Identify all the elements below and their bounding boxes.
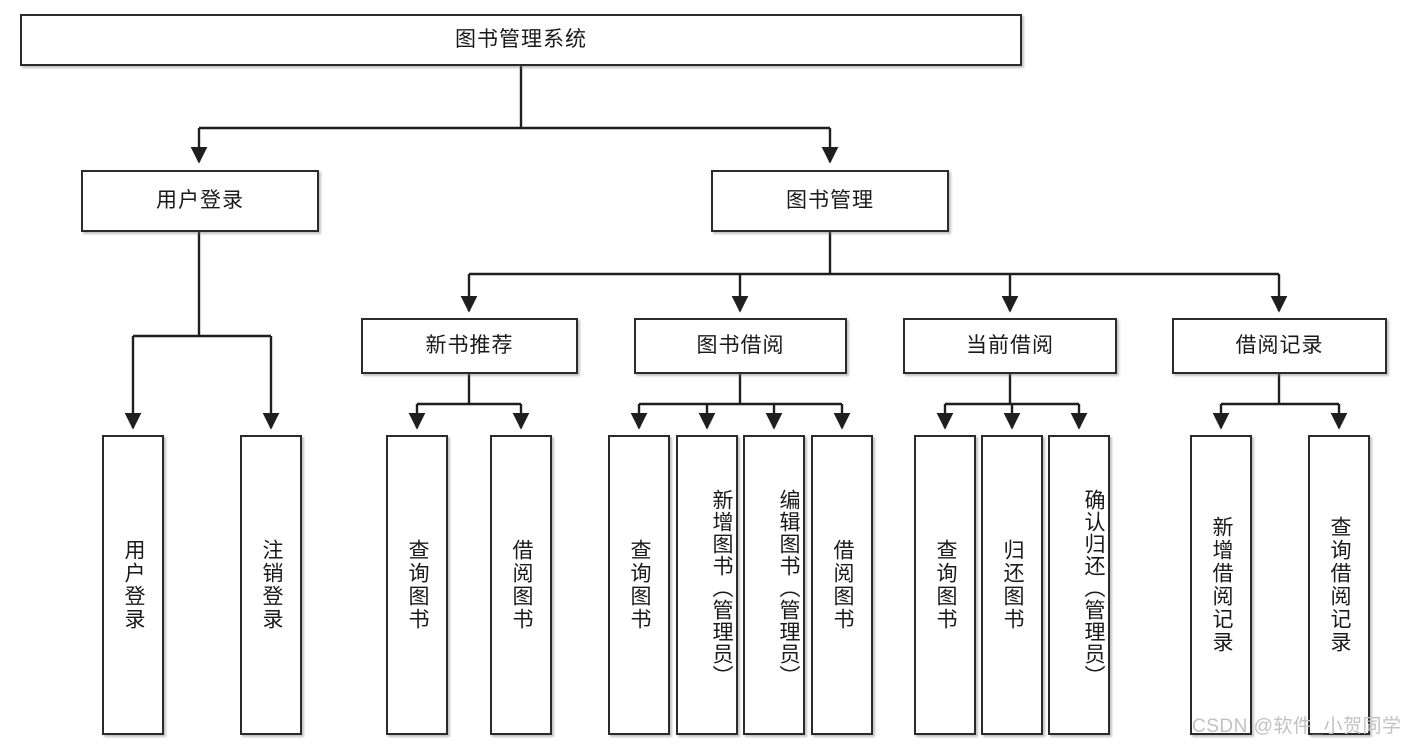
node-leaf-borrow-add-book[interactable]: 新增图书（管理员） (676, 435, 738, 735)
node-book-borrow[interactable]: 图书借阅 (634, 318, 847, 374)
node-leaf-record-add-label: 新增借阅记录 (1210, 516, 1233, 654)
node-leaf-current-confirm-return[interactable]: 确认归还（管理员） (1048, 435, 1110, 735)
node-leaf-user-login[interactable]: 用户登录 (102, 435, 164, 735)
node-leaf-borrow-query-book-label: 查询图书 (628, 539, 651, 631)
node-leaf-borrow-edit-book-label: 编辑图书（管理员） (777, 489, 800, 687)
node-book-borrow-label: 图书借阅 (696, 334, 785, 358)
node-leaf-borrow-edit-book[interactable]: 编辑图书（管理员） (743, 435, 805, 735)
node-leaf-current-confirm-return-label: 确认归还（管理员） (1082, 489, 1105, 687)
node-root[interactable]: 图书管理系统 (20, 14, 1022, 66)
node-leaf-record-add[interactable]: 新增借阅记录 (1190, 435, 1252, 735)
node-leaf-recommend-query-book-label: 查询图书 (406, 539, 429, 631)
node-book-management[interactable]: 图书管理 (711, 170, 949, 232)
node-leaf-record-query-label: 查询借阅记录 (1328, 516, 1351, 654)
node-leaf-current-query-book-label: 查询图书 (934, 539, 957, 631)
node-current-borrow[interactable]: 当前借阅 (903, 318, 1117, 374)
node-leaf-record-query[interactable]: 查询借阅记录 (1308, 435, 1370, 735)
node-book-management-label: 图书管理 (786, 189, 874, 213)
node-leaf-borrow-add-book-label: 新增图书（管理员） (710, 489, 733, 687)
node-new-book-recommend-label: 新书推荐 (425, 334, 514, 358)
node-leaf-recommend-borrow-book[interactable]: 借阅图书 (490, 435, 552, 735)
node-current-borrow-label: 当前借阅 (966, 334, 1054, 358)
node-leaf-borrow-borrow-book-label: 借阅图书 (831, 539, 854, 631)
node-leaf-user-logout[interactable]: 注销登录 (240, 435, 302, 735)
node-new-book-recommend[interactable]: 新书推荐 (361, 318, 578, 374)
node-root-label: 图书管理系统 (455, 28, 587, 52)
node-leaf-recommend-borrow-book-label: 借阅图书 (510, 539, 533, 631)
node-leaf-current-query-book[interactable]: 查询图书 (914, 435, 976, 735)
csdn-watermark: CSDN @软件_小贺同学 (1192, 716, 1402, 737)
node-user-login-label: 用户登录 (156, 189, 244, 213)
node-leaf-current-return-book[interactable]: 归还图书 (981, 435, 1043, 735)
node-borrow-record-label: 借阅记录 (1235, 334, 1324, 358)
node-leaf-current-return-book-label: 归还图书 (1001, 539, 1024, 631)
node-leaf-borrow-borrow-book[interactable]: 借阅图书 (811, 435, 873, 735)
node-leaf-user-login-label: 用户登录 (122, 539, 145, 631)
node-leaf-recommend-query-book[interactable]: 查询图书 (386, 435, 448, 735)
node-leaf-user-logout-label: 注销登录 (260, 539, 283, 631)
node-user-login[interactable]: 用户登录 (81, 170, 319, 232)
node-leaf-borrow-query-book[interactable]: 查询图书 (608, 435, 670, 735)
node-borrow-record[interactable]: 借阅记录 (1172, 318, 1387, 374)
